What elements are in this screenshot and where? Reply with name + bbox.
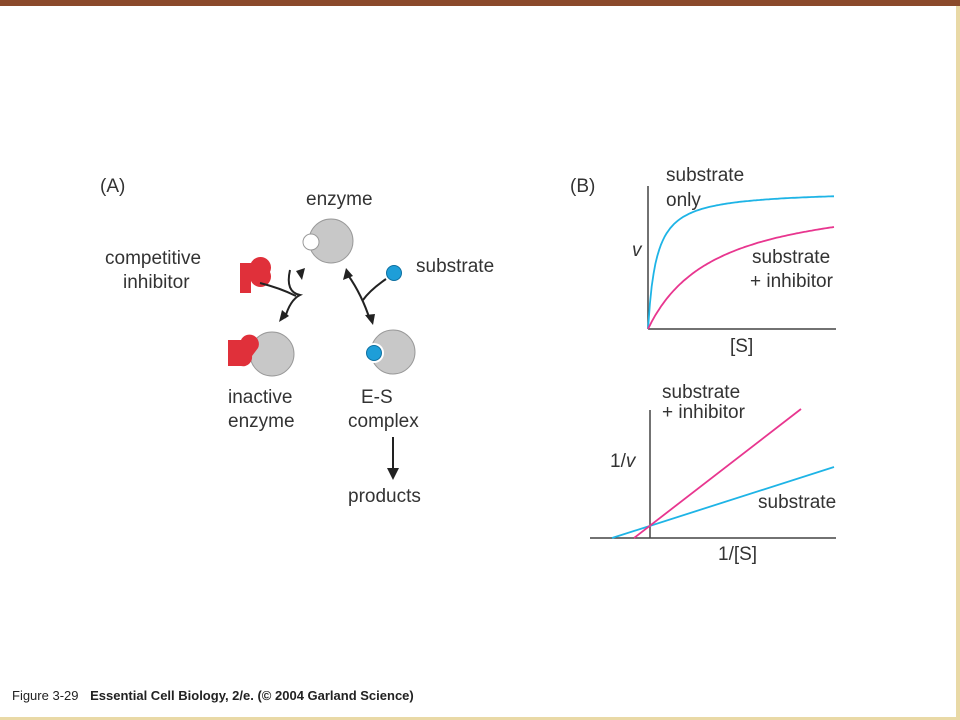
lb-series2-label-line2: + inhibitor <box>662 402 746 423</box>
lineweaver-burk-plot: 1/v 1/[S] substrate substrate + inhibito… <box>590 382 836 565</box>
panel-b: (B) v [S] substrate only substrate + inh… <box>570 165 836 565</box>
panel-a: (A) enzyme competitive inhibitor substra… <box>100 176 494 507</box>
michaelis-menten-plot: v [S] substrate only substrate + inhibit… <box>632 165 836 357</box>
inactive-enzyme-shape <box>228 331 295 377</box>
left-down-arrowhead <box>279 310 289 322</box>
products-arrowhead <box>387 468 399 480</box>
right-edge-strip <box>956 6 960 720</box>
lb-y-label-prefix: 1/v <box>610 451 637 472</box>
mm-series2-label-line1: substrate <box>752 247 830 268</box>
substrate-shape <box>386 265 402 281</box>
substrate-only-curve <box>647 195 834 330</box>
bottom-edge-strip <box>0 717 960 720</box>
right-up-arrowhead <box>343 268 353 280</box>
top-accent-bar <box>0 0 960 6</box>
competitive-inhibitor-shape <box>240 256 272 293</box>
lb-x-label: 1/[S] <box>718 544 757 565</box>
left-up-arrowhead <box>296 268 305 280</box>
substrate-plus-inhibitor-curve <box>647 226 835 330</box>
right-down-arrowhead <box>365 314 375 325</box>
substrate-label: substrate <box>416 256 494 277</box>
lb-substrate-plus-inhibitor-line <box>633 408 802 539</box>
caption-figure-number: Figure 3-29 <box>12 688 79 703</box>
lb-series2-label-line1: substrate <box>662 382 740 403</box>
inhibitor-binding-arrow <box>284 269 304 319</box>
figure-caption: Figure 3-29 Essential Cell Biology, 2/e.… <box>12 688 414 703</box>
inhibitor-label-line1: competitive <box>105 248 201 269</box>
mm-y-label: v <box>632 240 643 261</box>
substrate-join-line <box>362 278 387 301</box>
lb-series1-label: substrate <box>758 492 836 513</box>
inhibitor-join-line <box>259 282 297 297</box>
es-label-line1: E-S <box>361 387 393 408</box>
inactive-label-line1: inactive <box>228 387 292 408</box>
mm-x-label: [S] <box>730 336 753 357</box>
inactive-label-line2: enzyme <box>228 411 295 432</box>
mm-series1-label-line1: substrate <box>666 165 744 186</box>
enzyme-label: enzyme <box>306 189 373 210</box>
panel-a-label: (A) <box>100 176 125 197</box>
es-label-line2: complex <box>348 411 419 432</box>
caption-source: Essential Cell Biology, 2/e. (© 2004 Gar… <box>90 688 414 703</box>
panel-b-label: (B) <box>570 176 595 197</box>
es-complex-shape <box>364 329 416 375</box>
substrate-binding-arrow <box>347 274 371 321</box>
free-enzyme-shape <box>302 218 354 264</box>
mm-series2-label-line2: + inhibitor <box>750 271 834 292</box>
inhibitor-label-line2: inhibitor <box>123 272 190 293</box>
mm-series1-label-line2: only <box>666 190 701 211</box>
products-label: products <box>348 486 421 507</box>
